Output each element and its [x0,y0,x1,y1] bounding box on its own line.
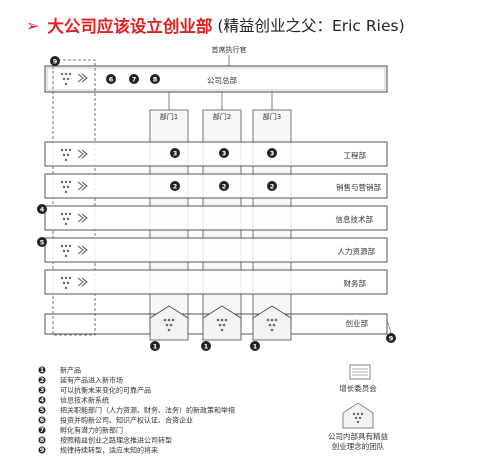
lean-team-caption-2: 创业理念的团队 [332,441,385,451]
engineering-badge-1: 3 [170,148,180,158]
svg-text:2: 2 [222,183,227,191]
svg-text:9: 9 [40,446,45,454]
sales-badge-1: 2 [170,181,180,191]
left-badge-5: 5 [37,237,47,247]
svg-text:1: 1 [40,366,45,374]
legend-item-4: 4 信息技术新系统 [38,396,109,405]
svg-text:8: 8 [40,436,45,444]
hq-label: 公司总部 [207,75,237,85]
hq-badge-8: 8 [150,74,160,84]
svg-text:6: 6 [109,76,114,84]
svg-text:3: 3 [173,150,178,158]
svg-text:2: 2 [173,183,178,191]
legend-item-3: 3 可以抗衡未来变化的可靠产品 [38,386,151,395]
startup-team-3 [252,305,292,341]
svg-text:9: 9 [389,335,394,343]
svg-text:3: 3 [40,386,45,394]
svg-text:4: 4 [40,206,45,214]
row-label-hr: 人力资源部 [338,246,376,256]
startup-team-2 [202,305,242,341]
ceo-label: 首席执行官 [212,45,247,54]
svg-text:2: 2 [40,376,45,384]
left-badge-9: 9 [50,56,60,66]
svg-text:3: 3 [270,150,275,158]
startup-label: 创业部 [346,318,369,328]
slide-title: ➢ 大公司应该设立创业部 (精益创业之父：Eric Ries) [26,13,405,37]
right-badge-9: 9 [386,333,396,343]
row-label-it: 信息技术部 [336,214,374,224]
row-sales-marketing: 销售与营销部 [44,173,388,199]
sales-badge-2: 2 [219,181,229,191]
bottom-badge-2: 1 [201,341,211,351]
svg-text:7: 7 [40,426,45,434]
row-label-finance: 财务部 [344,278,367,288]
svg-text:信息技术新系统: 信息技术新系统 [60,396,109,405]
row-label-engineering: 工程部 [344,150,367,160]
svg-text:7: 7 [132,76,137,84]
hq-bar: 公司总部 [44,65,388,93]
svg-text:4: 4 [40,396,45,404]
svg-text:1: 1 [253,343,258,351]
svg-text:孵化有潜力的新部门: 孵化有潜力的新部门 [60,426,123,435]
bottom-badge-1: 1 [150,341,160,351]
svg-text:6: 6 [40,416,45,424]
svg-text:把关职能部门（人力资源、财务、法务）的新政策和举措: 把关职能部门（人力资源、财务、法务）的新政策和举措 [60,406,235,415]
department-label-1: 部门1 [160,112,178,121]
svg-text:8: 8 [153,76,158,84]
title-sub: (精益创业之父：Eric Ries) [217,17,405,35]
bullet-arrow-icon: ➢ [26,15,40,35]
svg-text:新产品: 新产品 [60,366,81,375]
row-label-sales: 销售与营销部 [336,182,381,192]
svg-text:3: 3 [222,150,227,158]
hq-badge-6: 6 [106,74,116,84]
hq-badge-7: 7 [129,74,139,84]
title-main: 大公司应该设立创业部 [47,17,213,36]
svg-text:规律持续转型，适应未知的将来: 规律持续转型，适应未知的将来 [60,446,158,455]
row-finance: 财务部 [44,269,388,295]
svg-text:1: 1 [153,343,158,351]
sales-badge-3: 2 [267,181,277,191]
svg-text:按照精益创业之路理念推进公司转型: 按照精益创业之路理念推进公司转型 [60,436,172,445]
legend-item-7: 7 孵化有潜力的新部门 [38,426,123,435]
legend-item-8: 8 按照精益创业之路理念推进公司转型 [38,436,172,445]
engineering-badge-3: 3 [267,148,277,158]
legend-item-6: 6 投资并购新公司、知识产权认证、合资企业 [38,416,193,425]
row-hr: 人力资源部 [44,237,388,263]
svg-text:2: 2 [270,183,275,191]
department-label-2: 部门2 [213,112,231,121]
svg-text:投资并购新公司、知识产权认证、合资企业: 投资并购新公司、知识产权认证、合资企业 [60,416,193,425]
department-label-3: 部门3 [263,112,281,121]
svg-text:1: 1 [204,343,209,351]
lean-team: 公司内部具有精益 创业理念的团队 [328,402,388,451]
legend-item-1: 1 新产品 [38,366,81,375]
growth-committee: 增长委员会 [339,364,377,393]
lean-team-caption-1: 公司内部具有精益 [328,431,388,441]
growth-committee-label: 增长委员会 [339,383,377,393]
legend-item-2: 2 延有产品进入新市场 [38,376,123,385]
engineering-badge-2: 3 [219,148,229,158]
startup-team-1 [149,305,189,341]
left-badge-4: 4 [37,204,47,214]
legend-item-5: 5 把关职能部门（人力资源、财务、法务）的新政策和举措 [38,406,235,415]
svg-text:延有产品进入新市场: 延有产品进入新市场 [60,376,123,385]
svg-text:可以抗衡未来变化的可靠产品: 可以抗衡未来变化的可靠产品 [60,386,151,395]
row-engineering: 工程部 [44,141,388,167]
svg-text:5: 5 [40,406,45,414]
bottom-badge-3: 1 [250,341,260,351]
svg-text:5: 5 [40,239,45,247]
row-it: 信息技术部 [44,205,388,231]
legend-item-9: 9 规律持续转型，适应未知的将来 [38,446,158,455]
svg-text:9: 9 [53,58,58,66]
